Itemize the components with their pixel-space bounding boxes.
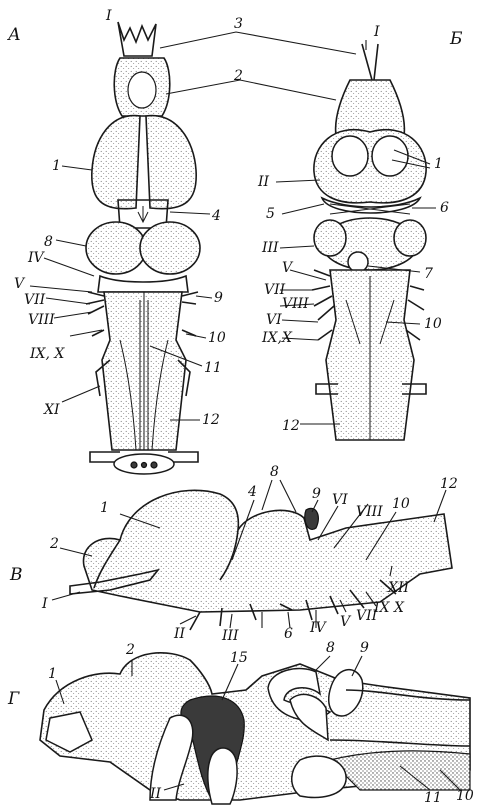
label-b-V: V	[282, 260, 294, 276]
label-v-1: 1	[100, 500, 109, 516]
label-g-II: II	[149, 786, 162, 802]
label-b-6: 6	[440, 200, 449, 216]
label-a-IXX: IX, X	[29, 346, 65, 362]
label-b-7: 7	[424, 266, 433, 282]
view-b-ventral-brain	[276, 40, 436, 440]
panel-label-a: А	[7, 25, 21, 45]
label-g-9: 9	[360, 640, 369, 656]
hypophysis-b	[348, 252, 368, 272]
label-b-I: I	[373, 24, 380, 40]
label-a-I: I	[105, 8, 112, 24]
label-v-III: III	[221, 628, 239, 644]
panel-label-b: Б	[449, 29, 463, 49]
label-a-XI: XI	[43, 402, 60, 418]
label-v-VIII: VIII	[356, 504, 383, 520]
label-g-15: 15	[230, 650, 248, 666]
label-v-4: 4	[247, 484, 257, 500]
hemispheres-b	[314, 130, 426, 203]
label-v-V: V	[340, 614, 352, 630]
label-a-IV: IV	[27, 250, 46, 266]
label-a-V: V	[14, 276, 26, 292]
hemisphere-left-a	[92, 116, 140, 209]
label-v-2: 2	[49, 536, 59, 552]
label-a-9: 9	[214, 290, 223, 306]
label-b-III: III	[261, 240, 279, 256]
label-v-XII: XII	[387, 580, 409, 596]
label-a-11: 11	[204, 360, 222, 376]
label-v-10: 10	[392, 496, 410, 512]
label-a-VII: VII	[24, 292, 46, 308]
olfactory-tract-b	[336, 80, 405, 136]
label-a-12: 12	[202, 412, 220, 428]
label-v-6: 6	[284, 626, 293, 642]
label-v-IXX: IX X	[373, 600, 405, 616]
label-v-12: 12	[440, 476, 458, 492]
label-g-10: 10	[456, 788, 474, 804]
olfactory-nerve-a	[118, 22, 156, 56]
label-a-2: 2	[233, 68, 243, 84]
label-b-10: 10	[424, 316, 442, 332]
label-v-9: 9	[312, 486, 321, 502]
optic-lobe-right-a	[140, 222, 200, 274]
label-v-II: II	[173, 626, 186, 642]
label-b-II: II	[257, 174, 270, 190]
label-g-2: 2	[125, 642, 135, 658]
label-a-3: 3	[234, 16, 243, 32]
hemisphere-right-a	[146, 116, 196, 209]
label-b-1: 1	[434, 156, 443, 172]
label-v-8: 8	[270, 464, 279, 480]
label-v-I: I	[41, 596, 48, 612]
label-a-10: 10	[208, 330, 226, 346]
label-a-8: 8	[44, 234, 53, 250]
label-b-12: 12	[282, 418, 300, 434]
optic-lobe-left-a	[86, 222, 146, 274]
label-a-4: 4	[211, 208, 221, 224]
label-g-8: 8	[326, 640, 335, 656]
epiphysis-v	[305, 508, 319, 529]
label-b-5: 5	[266, 206, 275, 222]
view-g-sagittal-section	[40, 653, 470, 804]
panel-label-g: Г	[7, 689, 20, 709]
label-g-1: 1	[48, 666, 57, 682]
panel-label-v: В	[9, 565, 23, 585]
label-g-11: 11	[424, 790, 442, 805]
label-a-VIII: VIII	[28, 312, 55, 328]
label-v-VI: VI	[332, 492, 348, 508]
label-b-IXX: IX,X	[261, 330, 293, 346]
label-v-IV: IV	[309, 620, 328, 636]
label-b-VIII: VIII	[282, 296, 309, 312]
label-a-1: 1	[52, 158, 61, 174]
label-b-VI: VI	[266, 312, 282, 328]
view-a-dorsal-brain	[30, 22, 356, 474]
